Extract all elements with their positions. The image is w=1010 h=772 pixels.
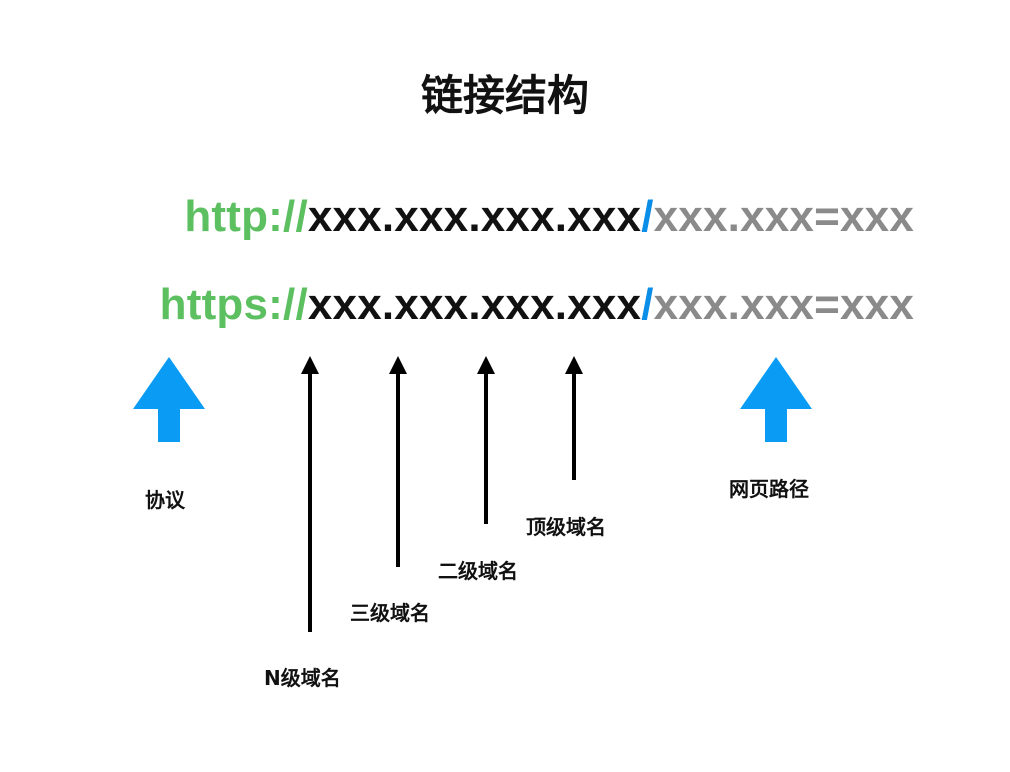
third-level-domain-arrow — [389, 356, 407, 567]
url-domain: xxx.xxx.xxx.xxx — [307, 280, 642, 329]
n-level-domain-arrow — [301, 356, 319, 632]
label-n-level-domain: N级域名 — [264, 666, 341, 690]
label-protocol: 协议 — [145, 488, 185, 512]
url-protocol: https:// — [159, 280, 308, 329]
url-https: https://xxx.xxx.xxx.xxx/xxx.xxx=xxx — [160, 280, 914, 330]
label-second-level-domain: 二级域名 — [438, 559, 518, 583]
url-separator: / — [641, 280, 654, 329]
url-http: http://xxx.xxx.xxx.xxx/xxx.xxx=xxx — [184, 192, 914, 242]
url-path: xxx.xxx=xxx — [653, 280, 914, 329]
label-third-level-domain: 三级域名 — [350, 601, 430, 625]
label-web-path: 网页路径 — [729, 477, 809, 501]
url-path: xxx.xxx=xxx — [653, 192, 914, 241]
path-arrow — [740, 357, 812, 442]
top-level-domain-arrow — [565, 356, 583, 480]
url-separator: / — [641, 192, 654, 241]
diagram-title: 链接结构 — [420, 71, 589, 120]
label-top-level-domain: 顶级域名 — [526, 515, 606, 539]
url-domain: xxx.xxx.xxx.xxx — [307, 192, 642, 241]
url-protocol: http:// — [184, 192, 308, 241]
protocol-arrow — [133, 357, 205, 442]
second-level-domain-arrow — [477, 356, 495, 524]
